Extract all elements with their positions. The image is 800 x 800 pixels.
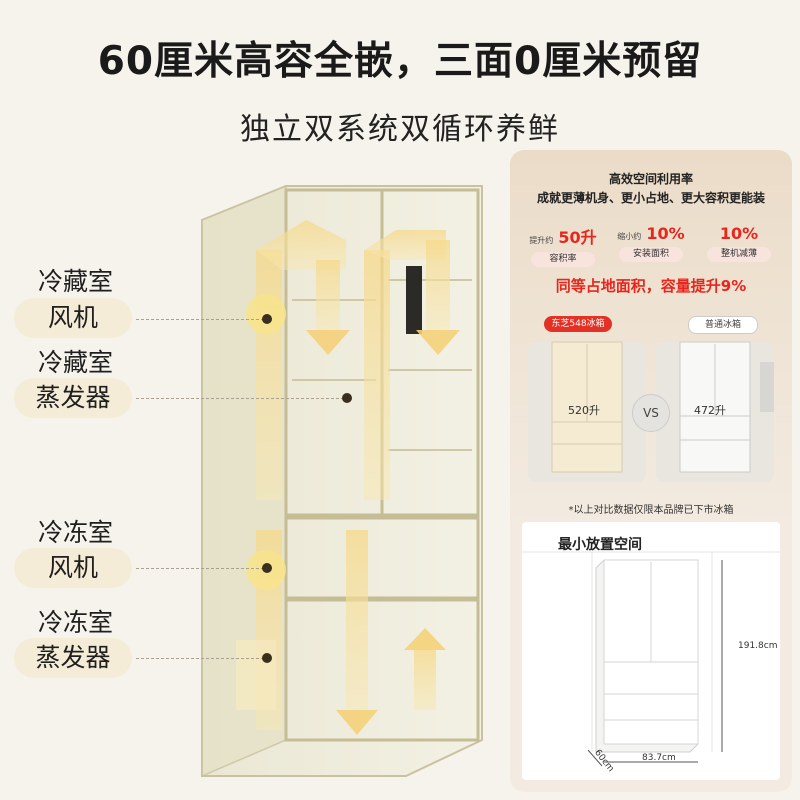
leader-line-fridge-evap	[136, 398, 344, 399]
fridge-illustration	[196, 180, 488, 780]
card-subtitle: 成就更薄机身、更小占地、更大容积更能装	[536, 191, 765, 205]
stat-capacity-prefix: 提升约	[529, 236, 554, 245]
vs-badge: VS	[632, 394, 670, 432]
label-freezer-evap-room: 冷冻室	[38, 608, 114, 637]
stat-capacity-tag: 容积率	[531, 252, 595, 267]
space-diagram-svg	[522, 551, 780, 767]
leader-line-fridge-fan	[136, 319, 264, 320]
stat-area-value: 10%	[646, 224, 685, 243]
dimension-width: 83.7cm	[642, 753, 676, 763]
headline: 60厘米高容全嵌，三面0厘米预留	[97, 39, 703, 84]
dimension-height: 191.8cm	[738, 641, 778, 651]
pill-fridge-fan: 风机	[14, 298, 132, 338]
disclaimer-note: *以上对比数据仅限本品牌已下市冰箱	[568, 505, 734, 516]
stat-thin-tag: 整机减薄	[707, 247, 771, 262]
stat-area-prefix: 缩小约	[617, 232, 642, 241]
pill-freezer-evap: 蒸发器	[14, 638, 132, 678]
brand-fridge-badge: 东芝548冰箱	[544, 316, 612, 332]
marker-dot-freezer-fan	[262, 563, 272, 573]
stat-capacity: 提升约 50升 容积率	[520, 224, 606, 267]
marker-dot-freezer-evap	[262, 653, 272, 663]
fridge-svg	[201, 184, 483, 778]
stat-area-tag: 安装面积	[619, 247, 683, 262]
comparison-fridges-svg	[528, 341, 774, 482]
label-freezer-fan-room: 冷冻室	[38, 518, 114, 547]
stat-thin: 10% 整机减薄	[696, 224, 782, 262]
stat-area: 缩小约 10% 安装面积	[608, 224, 694, 262]
stat-capacity-value: 50升	[558, 228, 597, 247]
pill-fridge-evap: 蒸发器	[14, 378, 132, 418]
marker-dot-fridge-evap	[342, 393, 352, 403]
space-diagram: 最小放置空间 191.8cm 83.7cm 60cm	[522, 522, 780, 780]
subline: 独立双系统双循环养鲜	[240, 112, 560, 147]
other-fridge-volume: 472升	[694, 404, 726, 417]
card-title: 高效空间利用率	[608, 172, 693, 186]
brand-fridge-volume: 520升	[568, 404, 600, 417]
other-fridge-badge: 普通冰箱	[688, 316, 758, 334]
label-fridge-evap-room: 冷藏室	[38, 348, 114, 377]
stat-thin-value: 10%	[719, 224, 759, 243]
marker-dot-fridge-fan	[262, 314, 272, 324]
comparison-card: 高效空间利用率 成就更薄机身、更小占地、更大容积更能装 提升约 50升 容积率 …	[510, 150, 792, 792]
pill-freezer-fan: 风机	[14, 548, 132, 588]
leader-line-freezer-evap	[136, 658, 264, 659]
leader-line-freezer-fan	[136, 568, 264, 569]
label-fridge-fan-room: 冷藏室	[38, 267, 114, 296]
space-title: 最小放置空间	[558, 537, 642, 553]
capacity-claim: 同等占地面积，容量提升9%	[555, 277, 747, 295]
